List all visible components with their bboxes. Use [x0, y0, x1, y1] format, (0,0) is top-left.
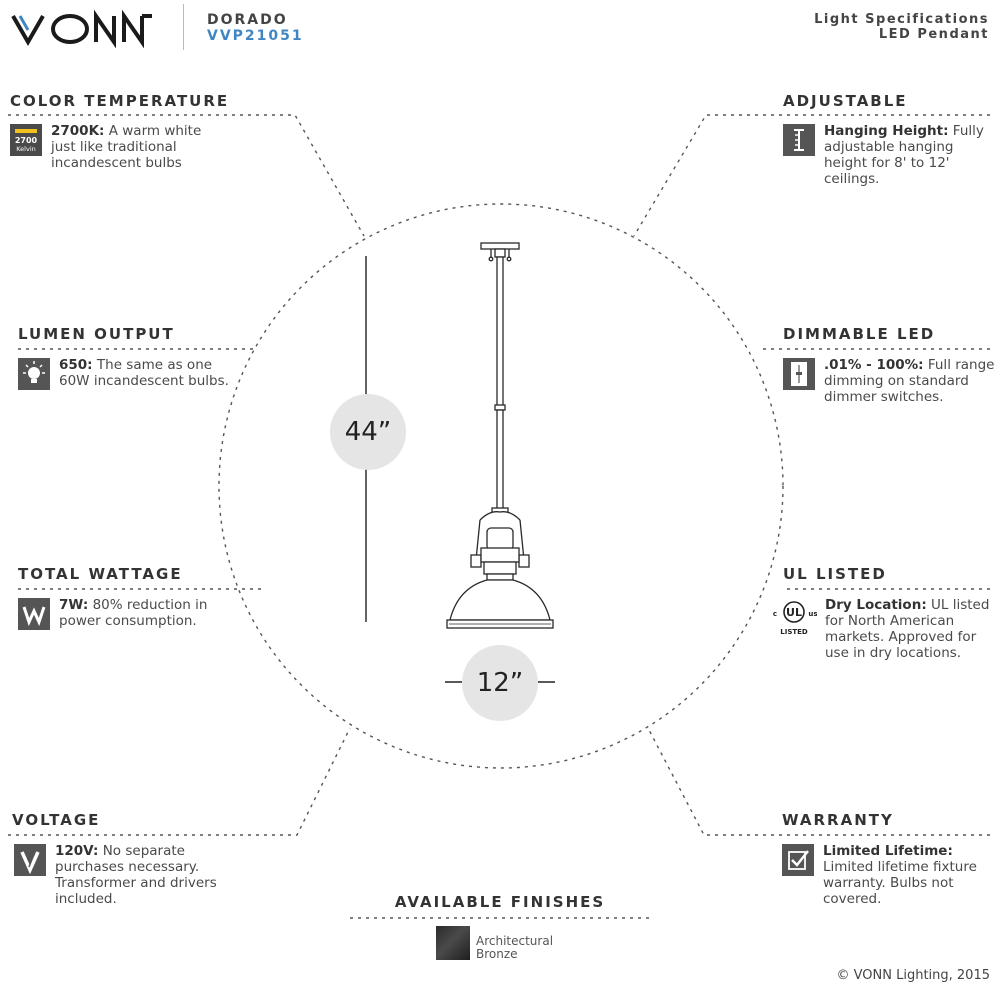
voltage-icon [14, 844, 46, 876]
heading-total-wattage: TOTAL WATTAGE [18, 565, 183, 583]
heading-available-finishes: AVAILABLE FINISHES [394, 893, 606, 911]
feature-text: 650: The same as one 60W incandescent bu… [59, 357, 233, 389]
product-name: DORADO [207, 12, 288, 28]
vonn-logo [10, 8, 155, 49]
feature-description: Full range dimming on standard dimmer sw… [824, 357, 995, 405]
feature-description: A warm white just like traditional incan… [51, 123, 202, 171]
feature-bold: 650: [59, 357, 93, 373]
feature-bold: 7W: [59, 597, 89, 613]
feature-text: 7W: 80% reduction in power consumption. [59, 597, 233, 629]
wattage-icon [18, 598, 50, 630]
dotted-circle [218, 203, 784, 769]
ul-listed-logo-text: LISTED [780, 628, 808, 636]
feature-text: Dry Location: UL listed for North Americ… [825, 597, 995, 661]
finish-swatch-architectural-bronze [436, 926, 470, 960]
feature-description: Fully adjustable hanging height for 8' t… [824, 123, 984, 187]
heading-color-temperature: COLOR TEMPERATURE [10, 92, 230, 110]
feature-text: Limited Lifetime: Limited lifetime fixtu… [823, 843, 995, 907]
hanging-height-icon [783, 124, 815, 156]
feature-bold: Hanging Height: [824, 123, 949, 139]
feature-adjustable: Hanging Height: Fully adjustable hanging… [783, 123, 995, 187]
kelvin-badge-number: 2700 [15, 136, 38, 145]
height-dimension-badge: 44” [330, 394, 406, 470]
width-dimension-badge: 12” [462, 645, 538, 721]
feature-text: .01% - 100%: Full range dimming on stand… [824, 357, 995, 405]
heading-lumen-output: LUMEN OUTPUT [18, 325, 175, 343]
spec-title: Light Specifications [814, 12, 989, 27]
feature-dimmable: .01% - 100%: Full range dimming on stand… [783, 357, 995, 405]
lightbulb-icon [18, 358, 50, 390]
feature-description: 80% reduction in power consumption. [59, 597, 208, 629]
heading-ul-listed: UL LISTED [783, 565, 887, 583]
feature-description: The same as one 60W incandescent bulbs. [59, 357, 229, 389]
feature-bold: Limited Lifetime: [823, 843, 953, 859]
ul-listed-logo: UL c us LISTED [771, 598, 818, 638]
copyright: © VONN Lighting, 2015 [836, 968, 990, 983]
feature-text: Hanging Height: Fully adjustable hanging… [824, 123, 995, 187]
feature-description: UL listed for North American markets. Ap… [825, 597, 990, 661]
feature-bold: 2700K: [51, 123, 105, 139]
feature-text: 2700K: A warm white just like traditiona… [51, 123, 230, 171]
kelvin-badge-icon: 2700 Kelvin [10, 124, 42, 156]
feature-voltage: 120V: No separate purchases necessary. T… [14, 843, 229, 907]
svg-text:UL: UL [786, 606, 802, 619]
svg-text:us: us [808, 610, 817, 618]
finish-label: Architectural Bronze [476, 935, 576, 961]
spec-subtitle: LED Pendant [878, 27, 989, 42]
header-divider [183, 4, 184, 50]
leader-voltage [8, 727, 351, 836]
pendant-lamp-illustration [446, 242, 554, 629]
feature-bold: .01% - 100%: [824, 357, 924, 373]
feature-description: Limited lifetime fixture warranty. Bulbs… [823, 859, 977, 907]
feature-lumen-output: 650: The same as one 60W incandescent bu… [18, 357, 233, 390]
feature-bold: Dry Location: [825, 597, 927, 613]
leader-adjustable [633, 114, 990, 237]
finish-label-line1: Architectural [476, 934, 554, 948]
feature-color-temperature: 2700 Kelvin 2700K: A warm white just lik… [10, 123, 230, 171]
feature-description: No separate purchases necessary. Transfo… [55, 843, 217, 907]
finish-label-line2: Bronze [476, 947, 518, 961]
product-sku: VVP21051 [207, 28, 304, 44]
heading-voltage: VOLTAGE [12, 811, 101, 829]
feature-ul-listed: UL c us LISTED Dry Location: UL listed f… [771, 597, 995, 661]
heading-dimmable: DIMMABLE LED [783, 325, 936, 343]
heading-adjustable: ADJUSTABLE [783, 92, 908, 110]
svg-text:c: c [773, 610, 777, 618]
heading-warranty: WARRANTY [782, 811, 894, 829]
dimmer-icon [783, 358, 815, 390]
feature-text: 120V: No separate purchases necessary. T… [55, 843, 229, 907]
feature-warranty: Limited Lifetime: Limited lifetime fixtu… [782, 843, 995, 907]
warranty-check-icon [782, 844, 814, 876]
feature-bold: 120V: [55, 843, 99, 859]
kelvin-badge-unit: Kelvin [16, 145, 36, 153]
feature-total-wattage: 7W: 80% reduction in power consumption. [18, 597, 233, 630]
